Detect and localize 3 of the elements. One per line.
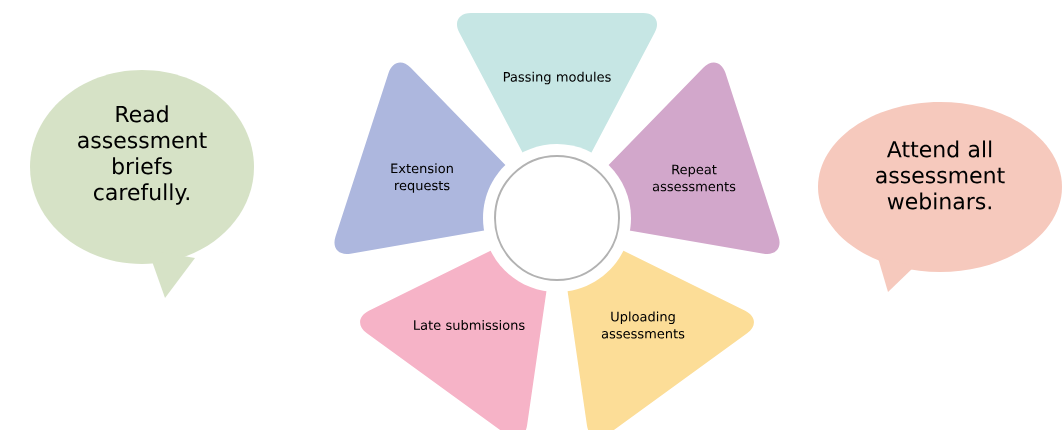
speech-bubble: Attend all assessment webinars. bbox=[818, 102, 1062, 292]
hub-circle bbox=[494, 155, 620, 281]
speech-bubble: Read assessment briefs carefully. bbox=[30, 70, 254, 298]
